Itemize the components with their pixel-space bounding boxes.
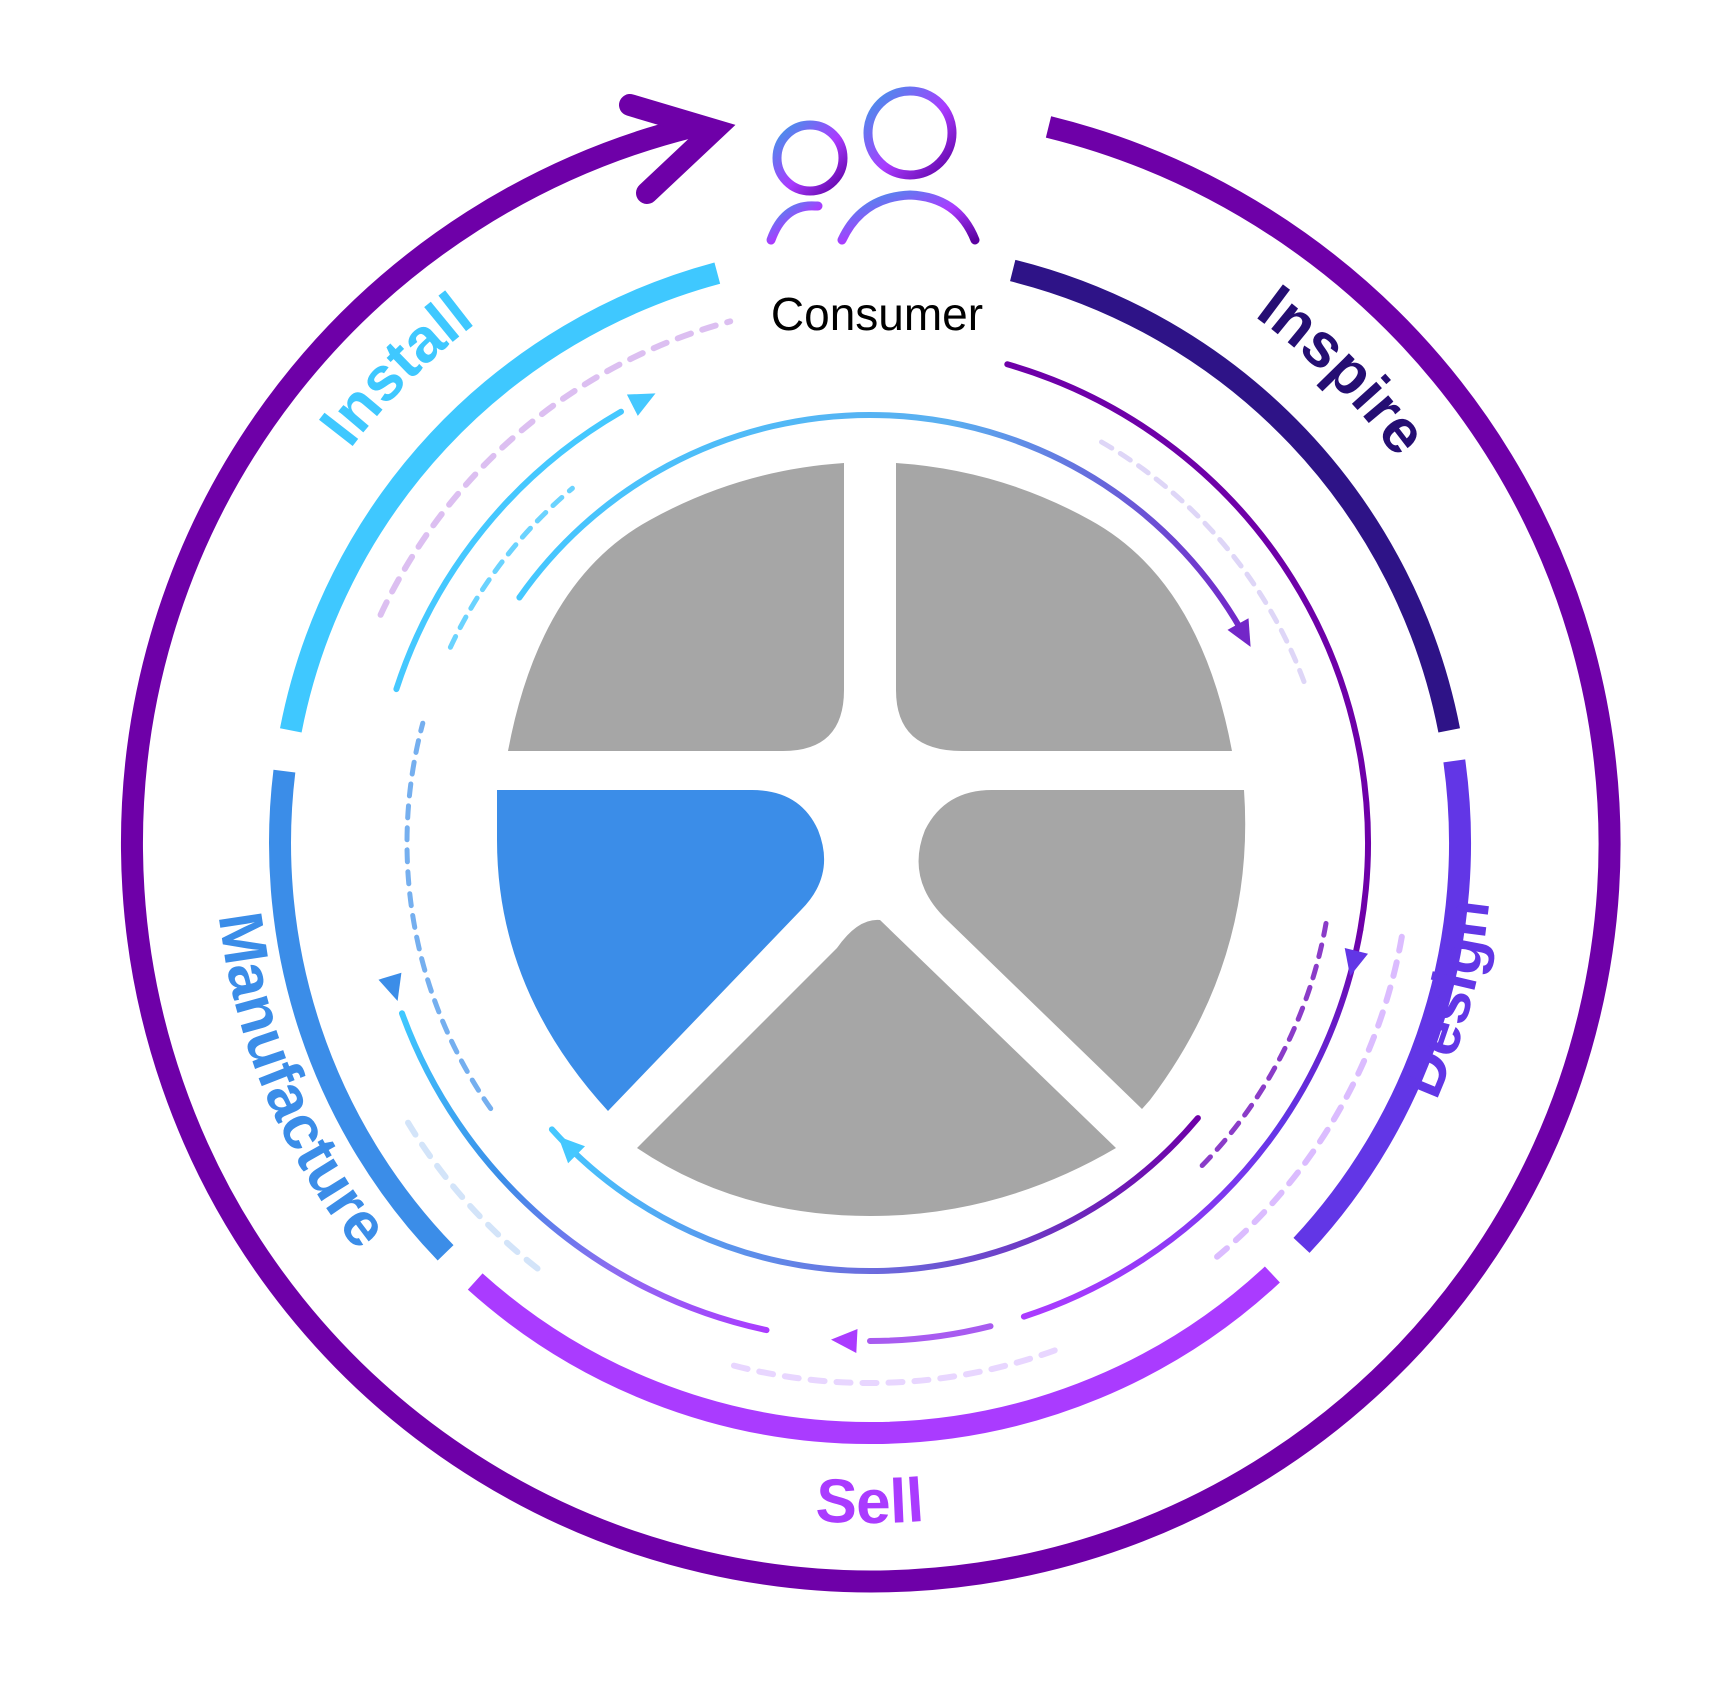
people-icon xyxy=(766,86,980,245)
flow-arrow-sell-manufacture xyxy=(399,1010,770,1334)
flow-arrows xyxy=(377,318,1405,1386)
dashed-inner-ring xyxy=(447,485,575,650)
arrow-head-icon xyxy=(626,393,656,416)
consumer-label: Consumer xyxy=(771,288,983,340)
stage-segment-sell[interactable] xyxy=(467,1266,1280,1445)
outer-ring-arc xyxy=(120,116,1621,1593)
arrow-head-icon xyxy=(1227,618,1251,647)
stage-segment-manufacture[interactable] xyxy=(269,769,454,1261)
arrow-head-icon xyxy=(558,1136,585,1164)
dashed-flow-ring xyxy=(727,1347,1058,1386)
flow-arrow-bottom xyxy=(548,1115,1201,1275)
flow-arrow-install xyxy=(393,408,624,693)
flow-arrow-inspire-design xyxy=(1004,361,1371,933)
stage-labels: Inspire Design Sell Manufacture Install xyxy=(205,272,1504,1537)
outer-cycle-ring xyxy=(120,94,1621,1593)
dashed-inner-ring xyxy=(404,720,494,1112)
stage-label-design[interactable]: Design xyxy=(1385,895,1503,1106)
flow-arrow-top xyxy=(516,411,1244,632)
stage-label-inspire[interactable]: Inspire xyxy=(1246,272,1441,467)
center-pie xyxy=(497,463,1246,1216)
stage-label-sell[interactable]: Sell xyxy=(814,1466,926,1537)
dashed-flow-ring xyxy=(399,1110,541,1272)
stage-segment-install[interactable] xyxy=(280,262,721,733)
stage-segment-inspire[interactable] xyxy=(1010,259,1460,733)
flow-arrow-design-sell xyxy=(1020,926,1364,1320)
dashed-inner-ring xyxy=(1099,439,1308,688)
arrow-head-icon xyxy=(831,1329,858,1353)
consumer-node[interactable]: Consumer xyxy=(766,86,983,340)
stage-segment-design[interactable] xyxy=(1293,759,1472,1253)
pie-slice-left[interactable] xyxy=(497,790,825,1111)
pie-slice-bottom[interactable] xyxy=(637,919,1116,1216)
arrow-head-icon xyxy=(378,972,402,1001)
dashed-inner-ring xyxy=(1194,920,1329,1173)
dashed-flow-ring xyxy=(377,318,734,618)
arrow-head-icon xyxy=(619,94,736,204)
flow-arrow-sell xyxy=(867,1323,994,1344)
stage-segments xyxy=(269,259,1472,1445)
dashed-flow-ring xyxy=(1214,933,1405,1260)
pie-slice-right[interactable] xyxy=(918,790,1246,1109)
pie-slice-top-right[interactable] xyxy=(896,463,1232,751)
pie-slice-top-left[interactable] xyxy=(508,463,844,751)
arrow-head-icon xyxy=(1344,948,1368,977)
